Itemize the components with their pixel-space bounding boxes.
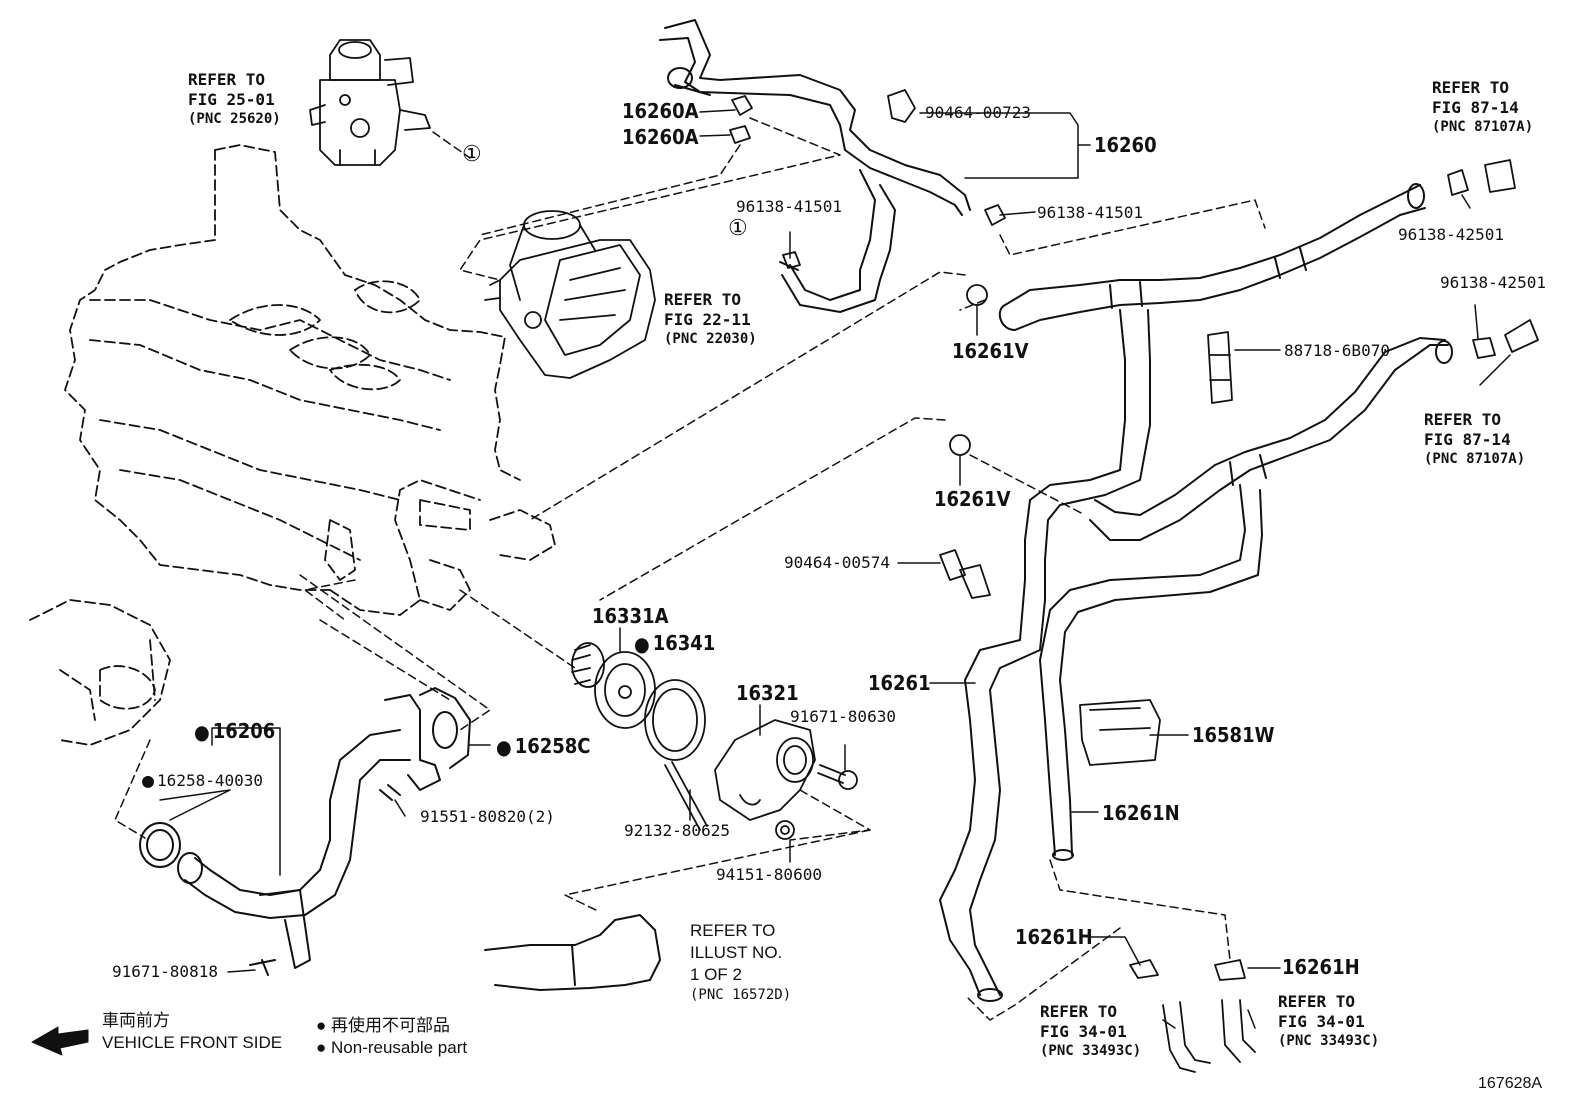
part-16258C[interactable]: ●16258C xyxy=(496,734,591,759)
thermostat-parts xyxy=(571,642,858,840)
part-16261V-2[interactable]: 16261V xyxy=(934,487,1011,511)
part-92132-80625[interactable]: 92132-80625 xyxy=(624,821,730,840)
part-96138-41501-b[interactable]: 96138-41501 xyxy=(1037,203,1143,222)
part-16321[interactable]: 16321 xyxy=(736,681,799,705)
circle-marker-1: ① xyxy=(462,142,482,167)
part-16331A[interactable]: 16331A xyxy=(592,604,669,628)
water-pipe-16206 xyxy=(139,687,471,976)
part-16261V-1[interactable]: 16261V xyxy=(952,339,1029,363)
part-91551-80820[interactable]: 91551-80820(2) xyxy=(420,807,555,826)
part-96138-42501-a[interactable]: 96138-42501 xyxy=(1398,225,1504,244)
ref-heater-a: REFER TO FIG 87-14 (PNC 87107A) xyxy=(1432,78,1534,135)
part-91671-80630[interactable]: 91671-80630 xyxy=(790,707,896,726)
part-16341[interactable]: ●16341 xyxy=(634,631,716,656)
legend-direction: 車両前方 VEHICLE FRONT SIDE xyxy=(102,1011,283,1052)
hose-16261-upper xyxy=(939,183,1426,1002)
egr-valve xyxy=(309,39,431,166)
part-90464-00723[interactable]: 90464-00723 xyxy=(925,103,1031,122)
clips xyxy=(729,89,1539,1073)
part-94151-80600[interactable]: 94151-80600 xyxy=(716,865,822,884)
part-16581W[interactable]: 16581W xyxy=(1192,723,1275,747)
circle-marker-2: ① xyxy=(728,216,748,241)
ref-illust: REFER TO ILLUST NO. 1 OF 2 (PNC 16572D) xyxy=(690,921,792,1003)
part-16261H-2[interactable]: 16261H xyxy=(1282,955,1360,979)
engine-block-outline xyxy=(29,144,556,746)
front-arrow-icon xyxy=(31,1026,89,1056)
part-90464-00574[interactable]: 90464-00574 xyxy=(784,553,890,572)
lower-hose xyxy=(484,914,661,991)
part-16206[interactable]: ●16206 xyxy=(194,719,276,744)
ref-heater-b: REFER TO FIG 87-14 (PNC 87107A) xyxy=(1424,410,1526,467)
figure-id: 167628A xyxy=(1478,1075,1543,1092)
part-96138-42501-b[interactable]: 96138-42501 xyxy=(1440,273,1546,292)
dashed-leaders xyxy=(114,117,1266,1021)
ref-throttle: REFER TO FIG 22-11 (PNC 22030) xyxy=(664,290,757,347)
hose-16260 xyxy=(659,19,971,313)
hose-16261N xyxy=(1039,337,1453,861)
ref-egr: REFER TO FIG 25-01 (PNC 25620) xyxy=(188,70,281,127)
part-88718-6B070[interactable]: 88718-6B070 xyxy=(1284,341,1390,360)
ref-fig34-b: REFER TO FIG 34-01 (PNC 33493C) xyxy=(1278,992,1380,1049)
ref-fig34-a: REFER TO FIG 34-01 (PNC 33493C) xyxy=(1040,1002,1142,1059)
legend-nonreusable: ● 再使用不可部品 ● Non-reusable part xyxy=(316,1016,468,1057)
part-16258-40030[interactable]: ●16258-40030 xyxy=(142,768,264,792)
part-16261[interactable]: 16261 xyxy=(868,671,931,695)
part-16260A-2[interactable]: 16260A xyxy=(622,125,699,149)
throttle-body xyxy=(484,210,656,379)
part-16261N[interactable]: 16261N xyxy=(1102,801,1180,825)
part-16260A-1[interactable]: 16260A xyxy=(622,99,699,123)
part-16260[interactable]: 16260 xyxy=(1094,133,1157,157)
part-16261H-1[interactable]: 16261H xyxy=(1015,925,1093,949)
part-91671-80818[interactable]: 91671-80818 xyxy=(112,962,218,981)
leader-lines xyxy=(159,109,1511,1029)
part-96138-41501-a[interactable]: 96138-41501 xyxy=(736,197,842,216)
